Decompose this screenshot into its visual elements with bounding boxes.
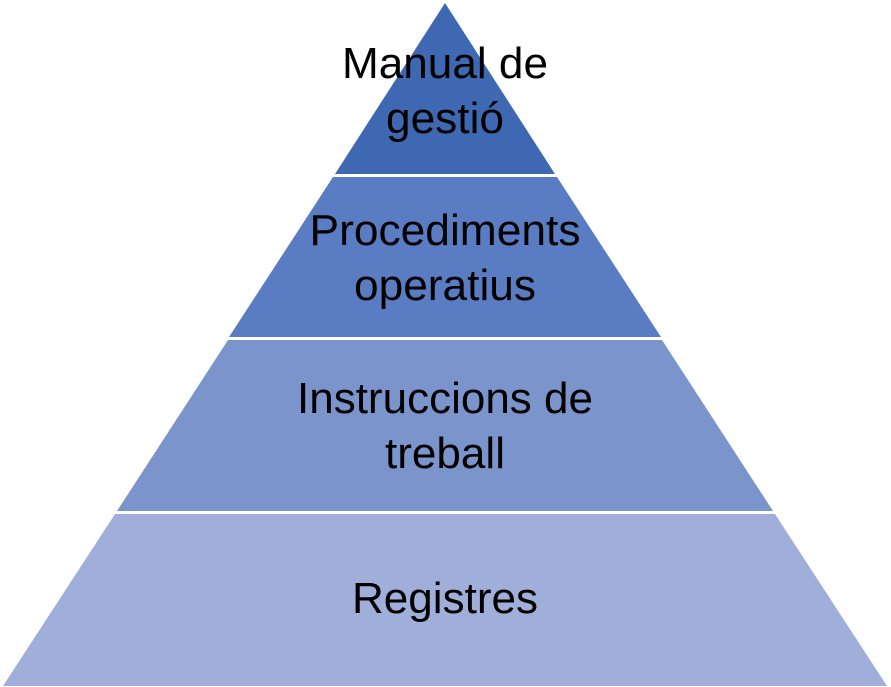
pyramid-level-procediments-operatius <box>229 177 661 337</box>
level-label-line: operatius <box>354 261 536 310</box>
level-label-line: Instruccions de <box>297 374 593 423</box>
level-label-line: treball <box>385 429 505 478</box>
pyramid-level-registres <box>3 514 887 686</box>
pyramid-level-instruccions-de-treball <box>117 340 773 511</box>
level-label-line: Procediments <box>310 206 581 255</box>
pyramid-level-manual-de-gestio <box>335 3 555 174</box>
level-label-line: Manual de <box>342 39 548 88</box>
level-label-line: Registres <box>352 574 538 623</box>
level-label-line: gestió <box>386 94 504 143</box>
